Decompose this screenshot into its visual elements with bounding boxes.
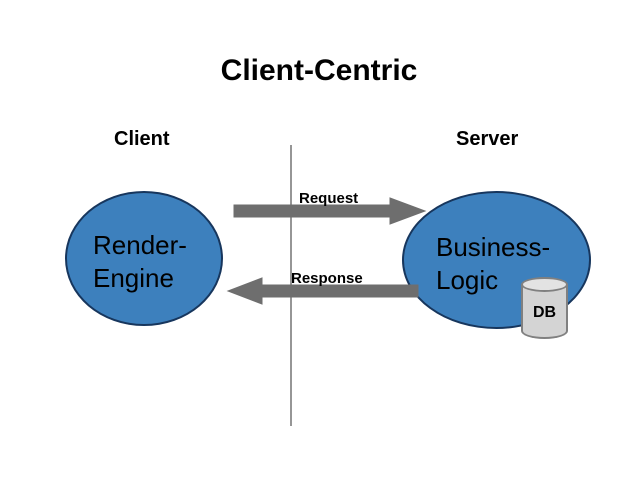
database-label: DB <box>532 304 557 321</box>
page-title: Client-Centric <box>220 54 418 87</box>
arrow-response <box>226 277 419 305</box>
node-business-logic-line2: Logic <box>436 265 499 295</box>
arrow-request <box>233 197 427 225</box>
arrow-label-response: Response <box>291 270 363 287</box>
database-cylinder-icon[interactable]: DB <box>521 277 568 339</box>
side-label-client: Client <box>114 128 170 150</box>
node-render-engine[interactable]: Render-Engine <box>65 191 223 326</box>
database-cylinder-body <box>521 284 568 339</box>
arrow-response-shape <box>226 277 419 305</box>
arrow-request-shape <box>233 197 427 225</box>
arrow-label-request: Request <box>299 190 359 207</box>
node-render-engine-line2: Engine <box>93 263 174 293</box>
node-render-engine-line1: Render- <box>93 230 187 260</box>
node-business-logic-line1: Business- <box>436 232 551 262</box>
node-render-engine-label: Render-Engine <box>93 229 187 295</box>
node-business-logic-label: Business-Logic <box>436 231 550 297</box>
database-cylinder-top <box>521 277 568 292</box>
side-label-server: Server <box>456 128 519 150</box>
